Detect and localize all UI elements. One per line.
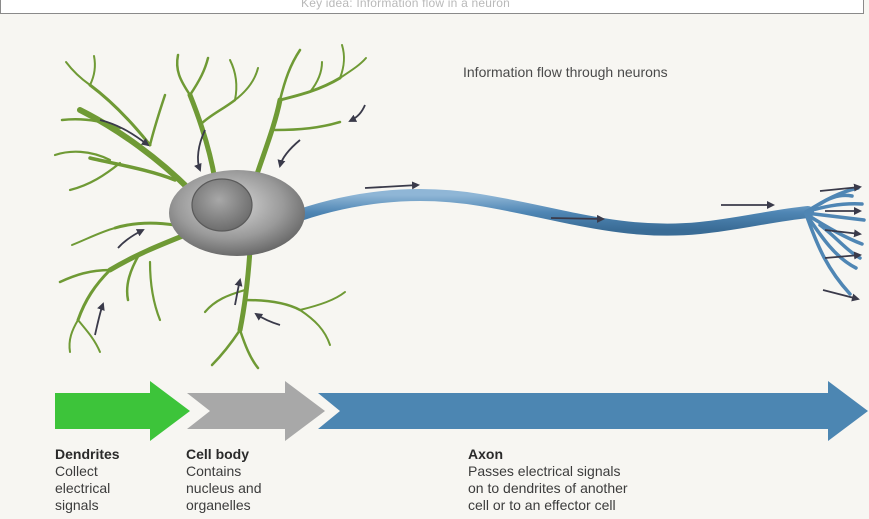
dendrites-description: Collect electrical signals [55,463,175,515]
diagram-title: Information flow through neurons [463,64,668,80]
dendrites-line: signals [55,497,175,514]
axon [300,195,808,230]
cell-body-line: Contains [186,463,326,480]
axon-line: cell or to an effector cell [468,497,728,514]
axon-arrow [318,381,868,441]
flow-bar [55,381,868,441]
cell-body-line: organelles [186,497,326,514]
axon-label: Axon Passes electrical signals on to den… [468,446,728,515]
dendrites-label: Dendrites Collect electrical signals [55,446,175,515]
axon-description: Passes electrical signals on to dendrite… [468,463,728,515]
axon-heading: Axon [468,446,728,463]
dendrites-arrow [55,381,190,441]
cell-body-arrow [187,381,325,441]
cell-body-description: Contains nucleus and organelles [186,463,326,515]
dendrites-heading: Dendrites [55,446,175,463]
axon-line: on to dendrites of another [468,480,728,497]
cell-body-label: Cell body Contains nucleus and organelle… [186,446,326,515]
axon-line: Passes electrical signals [468,463,728,480]
axon-terminals [806,188,864,294]
dendrites-line: Collect [55,463,175,480]
dendrites-line: electrical [55,480,175,497]
nucleus [192,179,252,231]
cell-body-line: nucleus and [186,480,326,497]
cell-body-heading: Cell body [186,446,326,463]
